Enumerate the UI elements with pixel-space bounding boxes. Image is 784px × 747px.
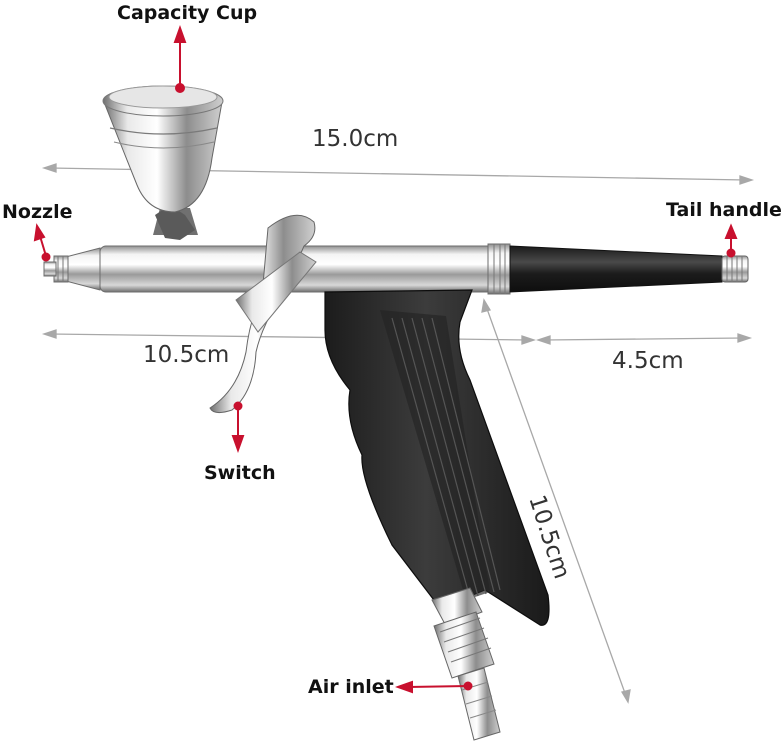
dimension-overall-length: 15.0cm [312, 126, 399, 152]
label-capacity-cup: Capacity Cup [117, 2, 258, 24]
dimension-rear-length: 4.5cm [612, 348, 684, 374]
air-inlet-fitting [431, 587, 501, 741]
arrow-tail-handle [724, 223, 738, 258]
dimension-line-rear [535, 333, 753, 345]
tail-handle [509, 245, 749, 293]
arrow-nozzle [33, 223, 51, 262]
label-air-inlet: Air inlet [308, 676, 394, 698]
arrow-air-inlet [395, 680, 473, 694]
label-switch: Switch [204, 462, 276, 484]
arrow-switch [231, 401, 245, 453]
arrow-capacity-cup [173, 25, 187, 93]
dimension-line-front [41, 329, 537, 345]
label-tail-handle: Tail handle [666, 199, 782, 221]
label-nozzle: Nozzle [2, 201, 73, 223]
pistol-grip [324, 289, 550, 626]
trigger-switch [209, 214, 317, 414]
capacity-cup [102, 85, 224, 240]
dimension-front-length: 10.5cm [143, 342, 230, 368]
dimension-line-handle [481, 298, 631, 704]
